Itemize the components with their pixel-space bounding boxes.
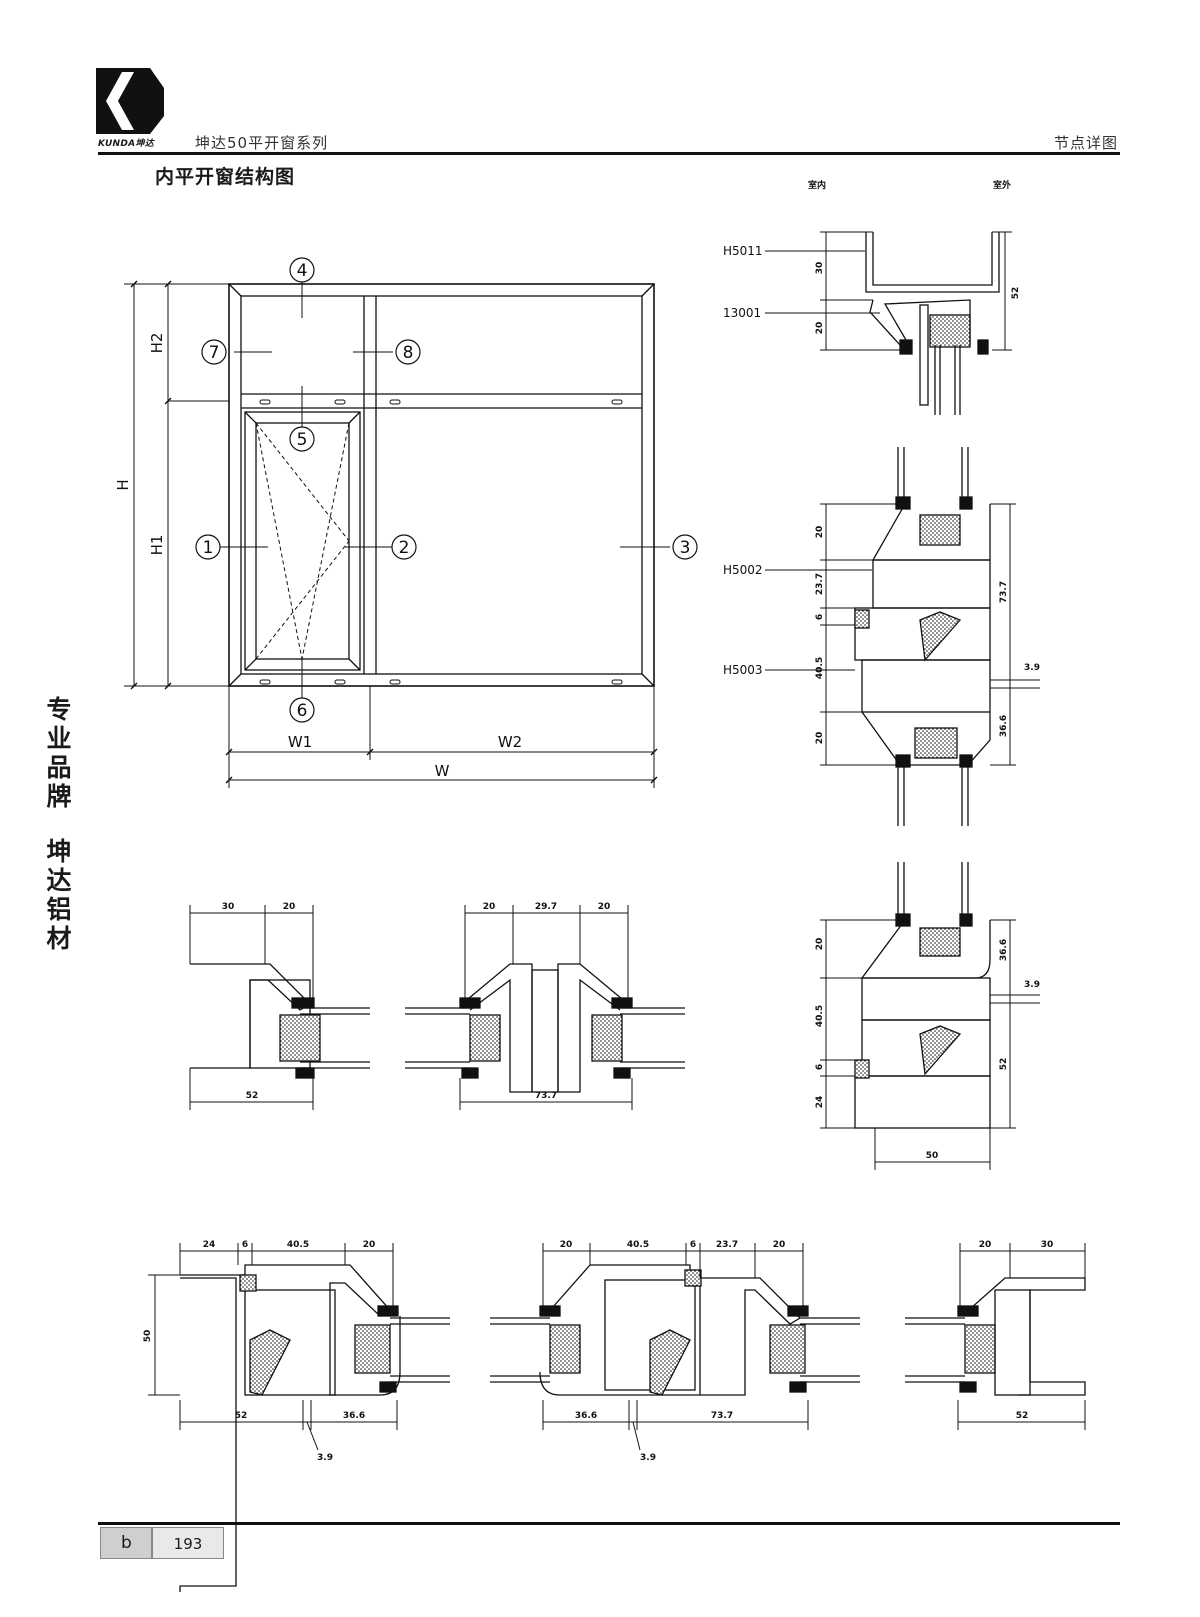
elevation-dims: W1 W2 W H H2 H1: [114, 333, 522, 780]
dim-bm-6: 6: [690, 1240, 696, 1250]
dim-mullion-73-7: 73.7: [535, 1091, 557, 1101]
dim-sill-3-9: 3.9: [1024, 980, 1040, 990]
slogan-line-2: 坤达铝材: [46, 837, 72, 953]
label-13001: 13001: [723, 306, 761, 320]
dim-bl-36-6: 36.6: [343, 1411, 365, 1421]
dim-bl-24: 24: [203, 1240, 216, 1250]
slogan-line-1: 专业品牌: [46, 695, 72, 811]
footer-rule: [98, 1522, 1120, 1525]
section-mullion: [405, 905, 685, 1110]
dim-sill-50: 50: [926, 1151, 939, 1161]
label-h5003: H5003: [723, 663, 763, 677]
dim-h2: H2: [148, 333, 166, 354]
page-number: 193: [152, 1527, 224, 1559]
marker-8: 8: [403, 343, 414, 363]
dim-bm-3-9: 3.9: [640, 1453, 656, 1463]
dim-bm-20b: 20: [773, 1240, 786, 1250]
label-h5002: H5002: [723, 563, 763, 577]
section-head-labels: H5011 13001: [723, 244, 763, 320]
dim-bm-36-6: 36.6: [575, 1411, 597, 1421]
dim-bl-40-5: 40.5: [287, 1240, 309, 1250]
dim-bm-23-7: 23.7: [716, 1240, 738, 1250]
dim-mullion-29-7: 29.7: [535, 902, 557, 912]
dim-head-30: 30: [815, 262, 825, 275]
dim-sill-6: 6: [815, 1064, 825, 1070]
dim-br-30: 30: [1041, 1240, 1054, 1250]
section-jamb-left: [189, 905, 370, 1110]
section-transom: [765, 447, 1040, 826]
dim-sill-20: 20: [815, 938, 825, 951]
dim-sill-52: 52: [999, 1058, 1009, 1071]
section-bottom-left: [148, 1243, 450, 1592]
dim-sill-36-6: 36.6: [999, 939, 1009, 961]
dim-transom-20b: 20: [815, 732, 825, 745]
dim-bl-52: 52: [235, 1411, 248, 1421]
dim-h1: H1: [148, 535, 166, 556]
section-title: 节点详图: [1053, 134, 1118, 152]
dim-bm-40-5: 40.5: [627, 1240, 649, 1250]
page-title: 内平开窗结构图: [155, 166, 296, 188]
dim-head-20: 20: [815, 322, 825, 335]
dim-bl-6: 6: [242, 1240, 248, 1250]
elevation-markers: 1 2 3 4 5 6 7 8: [203, 261, 691, 721]
dim-transom-73-7: 73.7: [999, 581, 1009, 603]
label-h5011: H5011: [723, 244, 763, 258]
label-indoor: 室内: [808, 179, 826, 191]
section-head: [765, 231, 1012, 415]
dim-bl-50: 50: [143, 1330, 153, 1343]
dim-jamb-left-20: 20: [283, 902, 296, 912]
dim-head-52: 52: [1011, 287, 1021, 300]
dim-br-52: 52: [1016, 1411, 1029, 1421]
dim-w2: W2: [498, 733, 522, 751]
side-labels: 室内 室外: [808, 179, 1011, 191]
section-bottom-mid: [490, 1243, 860, 1451]
section-transom-labels: H5002 H5003: [723, 563, 763, 677]
dim-sill-24: 24: [815, 1096, 825, 1109]
dim-h: H: [114, 479, 132, 490]
dim-transom-3-9: 3.9: [1024, 663, 1040, 673]
side-slogan: 专业品牌 坤达铝材: [44, 695, 74, 953]
dim-jamb-left-30: 30: [222, 902, 235, 912]
marker-7: 7: [209, 343, 220, 363]
dim-transom-20a: 20: [815, 526, 825, 539]
window-elevation: [124, 257, 698, 788]
dim-bm-20a: 20: [560, 1240, 573, 1250]
dim-bl-3-9: 3.9: [317, 1453, 333, 1463]
dim-sill-40-5: 40.5: [815, 1005, 825, 1027]
dim-transom-36-6: 36.6: [999, 715, 1009, 737]
dim-w1: W1: [288, 733, 312, 751]
dim-jamb-left-52: 52: [246, 1091, 259, 1101]
series-title: 坤达50平开窗系列: [195, 134, 329, 152]
marker-3: 3: [680, 538, 691, 558]
section-sill: [820, 862, 1040, 1170]
marker-2: 2: [399, 538, 410, 558]
dim-w: W: [435, 762, 450, 780]
dim-bl-20: 20: [363, 1240, 376, 1250]
dim-transom-6: 6: [815, 614, 825, 620]
marker-4: 4: [297, 261, 308, 281]
dim-br-20: 20: [979, 1240, 992, 1250]
dim-transom-40-5: 40.5: [815, 657, 825, 679]
dim-transom-23-7: 23.7: [815, 573, 825, 595]
kunda-k-logo-icon: [96, 68, 164, 134]
section-bottom-right: [905, 1243, 1086, 1430]
dim-bm-73-7: 73.7: [711, 1411, 733, 1421]
brand-logo-text: KUNDA坤达: [98, 139, 155, 149]
section-letter: b: [100, 1527, 152, 1559]
brand-logo: [96, 68, 166, 138]
dim-mullion-20b: 20: [598, 902, 611, 912]
dim-mullion-20a: 20: [483, 902, 496, 912]
marker-6: 6: [297, 701, 308, 721]
marker-5: 5: [297, 430, 308, 450]
label-outdoor: 室外: [993, 179, 1011, 191]
header-rule: [98, 152, 1120, 155]
marker-1: 1: [203, 538, 214, 558]
